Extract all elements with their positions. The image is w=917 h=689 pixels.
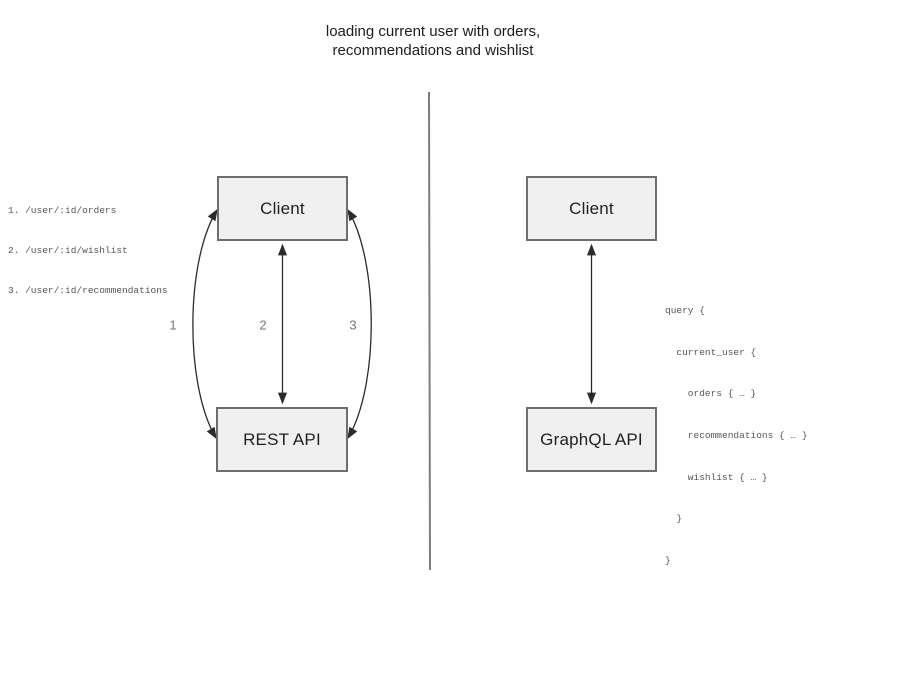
slide-title-line-2: recommendations and wishlist [332, 42, 534, 59]
rest-api-node: REST API [216, 407, 348, 472]
graphql-query-line: query { [665, 304, 705, 316]
graphql-query-line: orders { … } [665, 388, 757, 400]
rest-arrow-1-curve [192, 208, 218, 440]
rest-arrow-label-3: 3 [349, 317, 357, 333]
rest-arrow-3-curve [347, 208, 372, 440]
graphql-api-node: GraphQL API [526, 407, 657, 472]
rest-client-node: Client [217, 176, 348, 241]
slide-title-line-1: loading current user with orders, [325, 23, 541, 40]
graphql-query-line: wishlist { … } [665, 471, 768, 483]
graphql-query-line: current_user { [665, 346, 757, 358]
panel-divider-line [428, 91, 431, 571]
slide-title: loading current user with orders, recomm… [326, 22, 540, 60]
rest-endpoint-orders: 1. /user/:id/orders [8, 204, 117, 216]
graphql-client-node-label: Client [569, 198, 614, 218]
graphql-query-line: } [665, 555, 671, 567]
rest-client-node-label: Client [260, 198, 305, 218]
rest-endpoints-list: 1. /user/:id/orders 2. /user/:id/wishlis… [8, 177, 168, 324]
graphql-api-node-label: GraphQL API [540, 429, 643, 449]
rest-endpoint-recommendations: 3. /user/:id/recommendations [8, 285, 168, 297]
graphql-client-node: Client [526, 176, 657, 241]
graphql-query-line: } [665, 513, 683, 525]
graphql-query-snippet: query { current_user { orders { … } reco… [665, 276, 808, 596]
rest-arrow-label-1: 1 [169, 317, 177, 333]
graphql-query-line: recommendations { … } [665, 429, 808, 441]
rest-arrow-label-2: 2 [259, 317, 267, 333]
rest-endpoint-wishlist: 2. /user/:id/wishlist [8, 245, 128, 257]
rest-api-node-label: REST API [243, 429, 321, 449]
